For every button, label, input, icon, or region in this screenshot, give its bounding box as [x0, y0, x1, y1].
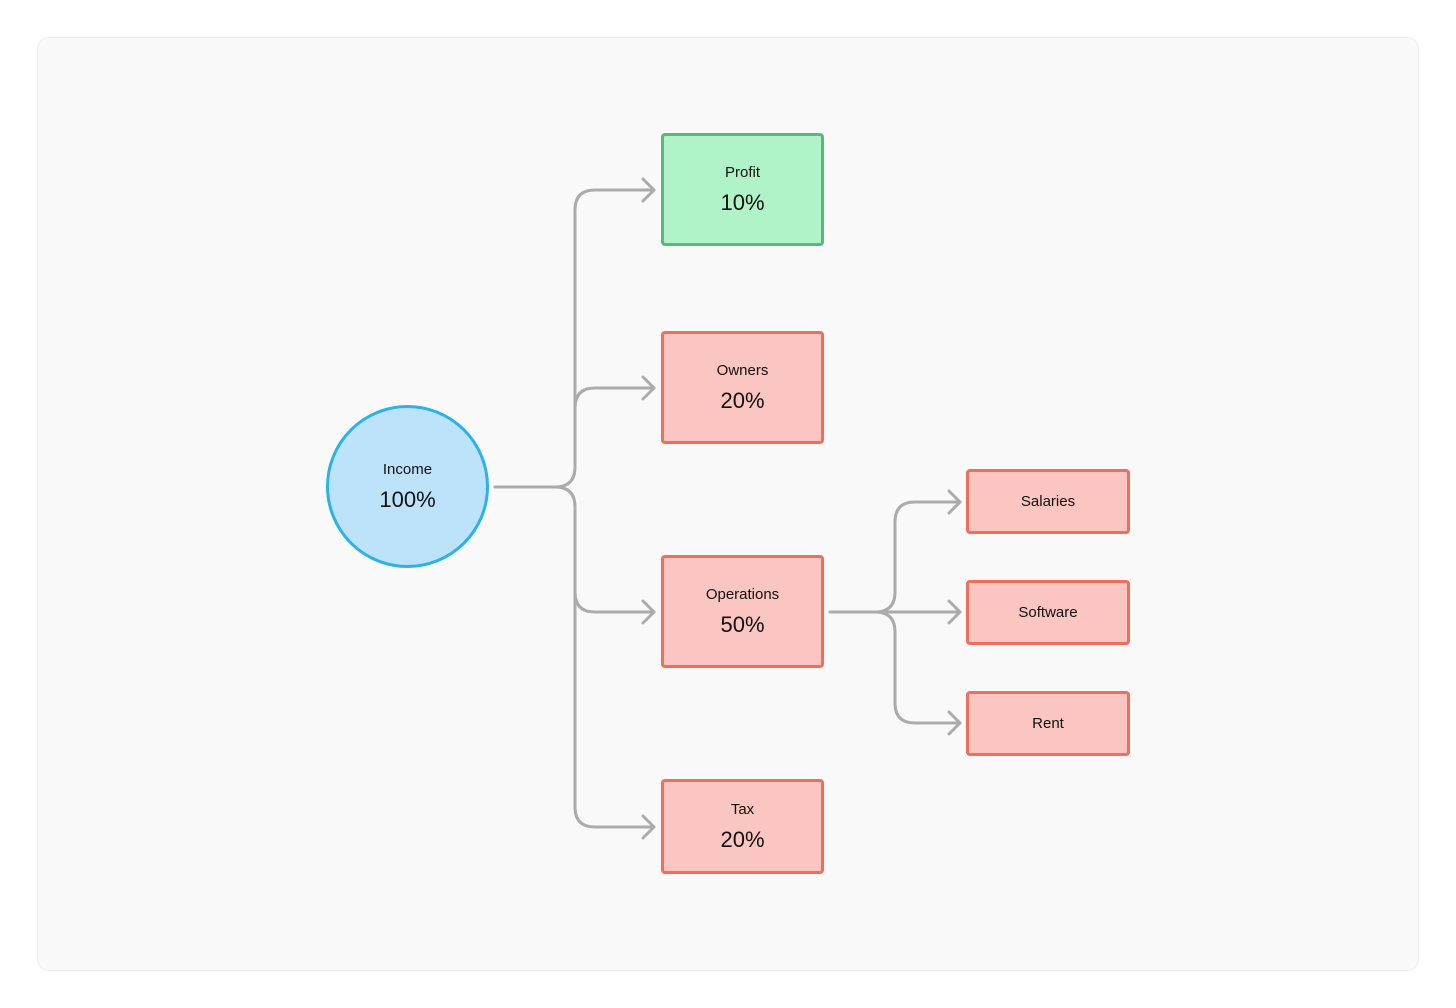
salaries-node[interactable]: Salaries: [966, 469, 1130, 534]
software-node[interactable]: Software: [966, 580, 1130, 645]
income-node[interactable]: Income 100%: [326, 405, 489, 568]
owners-node[interactable]: Owners 20%: [661, 331, 824, 444]
rent-label: Rent: [1032, 714, 1064, 732]
salaries-label: Salaries: [1020, 492, 1076, 510]
tax-node[interactable]: Tax 20%: [661, 779, 824, 874]
profit-node[interactable]: Profit 10%: [661, 133, 824, 246]
income-label: Income: [382, 460, 433, 478]
income-value: 100%: [379, 486, 436, 512]
profit-value: 10%: [720, 189, 765, 215]
connector-income-trunk: [493, 188, 656, 489]
owners-label: Owners: [716, 361, 769, 379]
tax-value: 20%: [720, 826, 765, 852]
software-label: Software: [1018, 603, 1078, 621]
tax-label: Tax: [730, 800, 755, 818]
arrowhead-operations: [641, 599, 656, 625]
arrowhead-software: [947, 599, 962, 625]
arrowhead-owners: [641, 375, 656, 401]
operations-node[interactable]: Operations 50%: [661, 555, 824, 668]
operations-label: Operations: [705, 585, 780, 603]
profit-label: Profit: [724, 163, 760, 181]
arrowhead-tax: [641, 814, 656, 840]
operations-value: 50%: [720, 611, 765, 637]
owners-value: 20%: [720, 387, 765, 413]
connector-income-operations: [553, 485, 656, 614]
arrowhead-rent: [947, 710, 962, 736]
connector-income-owners: [573, 386, 656, 410]
arrowhead-salaries: [947, 489, 962, 515]
rent-node[interactable]: Rent: [966, 691, 1130, 756]
connector-income-tax: [573, 590, 656, 829]
connector-ops-rent: [873, 610, 962, 725]
arrowhead-profit: [641, 177, 656, 203]
connector-ops-salaries: [828, 500, 962, 614]
